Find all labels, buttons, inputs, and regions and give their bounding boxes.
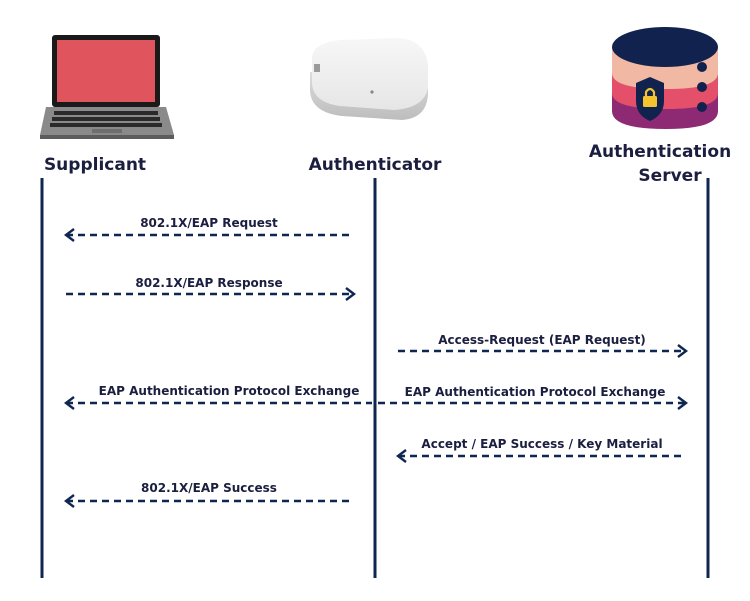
message-label-exchange-left: EAP Authentication Protocol Exchange bbox=[98, 384, 360, 398]
message-label-eap-response: 802.1X/EAP Response bbox=[135, 276, 283, 290]
message-label-access-request: Access-Request (EAP Request) bbox=[438, 333, 646, 347]
access-point-icon bbox=[309, 38, 428, 120]
arrowhead-icon bbox=[64, 396, 75, 410]
arrowhead-icon bbox=[345, 287, 356, 301]
server-label-line2: Server bbox=[638, 166, 702, 186]
arrowhead-icon bbox=[64, 228, 75, 242]
arrowhead-icon bbox=[677, 396, 688, 410]
message-label-accept: Accept / EAP Success / Key Material bbox=[421, 437, 663, 451]
arrowhead-icon bbox=[396, 449, 407, 463]
database-lock-icon bbox=[612, 27, 718, 129]
message-label-eap-request: 802.1X/EAP Request bbox=[140, 216, 278, 230]
message-label-eap-success: 802.1X/EAP Success bbox=[141, 481, 277, 495]
message-label-exchange-right: EAP Authentication Protocol Exchange bbox=[404, 385, 666, 399]
supplicant-label: Supplicant bbox=[43, 155, 147, 175]
laptop-icon bbox=[40, 35, 174, 139]
authenticator-label: Authenticator bbox=[308, 155, 442, 175]
server-label-line1: Authentication bbox=[588, 142, 732, 162]
arrowhead-icon bbox=[677, 344, 688, 358]
arrowhead-icon bbox=[64, 494, 75, 508]
